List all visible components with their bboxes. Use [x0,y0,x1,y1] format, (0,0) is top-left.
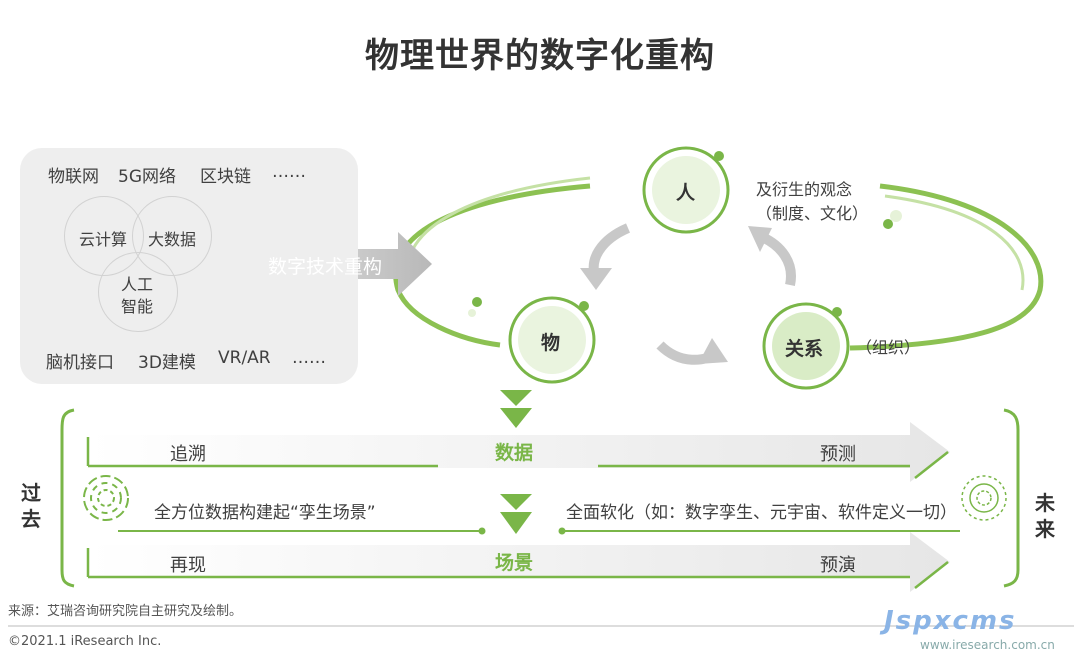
twin-scene-text: 全方位数据构建起“孪生场景” [154,503,376,523]
person-note-line1: 及衍生的观念 [756,180,853,199]
relation-node-label: 关系 [785,338,824,360]
down-arrow-top [500,390,532,428]
person-node-label: 人 [676,182,696,204]
tech-vrar: VR/AR [218,348,271,368]
tech-iot: 物联网 [48,167,99,187]
past-label: 过去 [21,481,41,531]
venn-circle-ai [98,252,178,332]
tech-blockchain: 区块链 [200,167,251,187]
orbit-right-arc [849,183,1044,351]
left-bracket [60,408,75,588]
source-note: 来源：艾瑞咨询研究院自主研究及绘制。 [8,604,243,619]
object-node-circle [508,296,596,384]
venn-label-bigdata: 大数据 [147,230,196,249]
venn-label-ai: 人工 智能 [120,275,153,316]
tech-5g: 5G网络 [118,167,176,187]
down-arrow-middle [500,494,532,534]
page-title: 物理世界的数字化重构 [365,36,715,76]
tech-3d: 3D建模 [138,353,196,373]
future-label: 未来 [1035,491,1055,541]
relation-node-circle [762,302,850,390]
tech-more-top: …… [272,162,306,182]
past-swirl-icon [83,475,129,521]
reproduce-label: 再现 [170,555,206,576]
rehearse-label: 预演 [820,555,856,576]
scene-label: 场景 [495,552,534,574]
person-node-circle [642,146,730,234]
object-node-label: 物 [541,332,561,354]
tech-more-bottom: …… [292,348,326,368]
watermark-logo: Jspxcms [884,606,1017,636]
predict-label: 预测 [820,444,856,465]
copyright: ©2021.1 iResearch Inc. [8,634,162,649]
transform-arrow-label: 数字技术重构 [268,256,383,278]
relation-note: （组织） [856,338,921,357]
right-bracket [1003,408,1020,588]
venn-label-cloud: 云计算 [78,230,127,249]
person-note-line2: （制度、文化） [756,204,869,223]
trace-label: 追溯 [170,444,206,465]
tech-bci: 脑机接口 [46,353,114,373]
watermark-url: www.iresearch.com.cn [920,638,1055,652]
softening-text: 全面软化（如：数字孪生、元宇宙、软件定义一切） [566,503,957,523]
data-label: 数据 [495,442,534,464]
future-swirl-icon [961,475,1007,521]
